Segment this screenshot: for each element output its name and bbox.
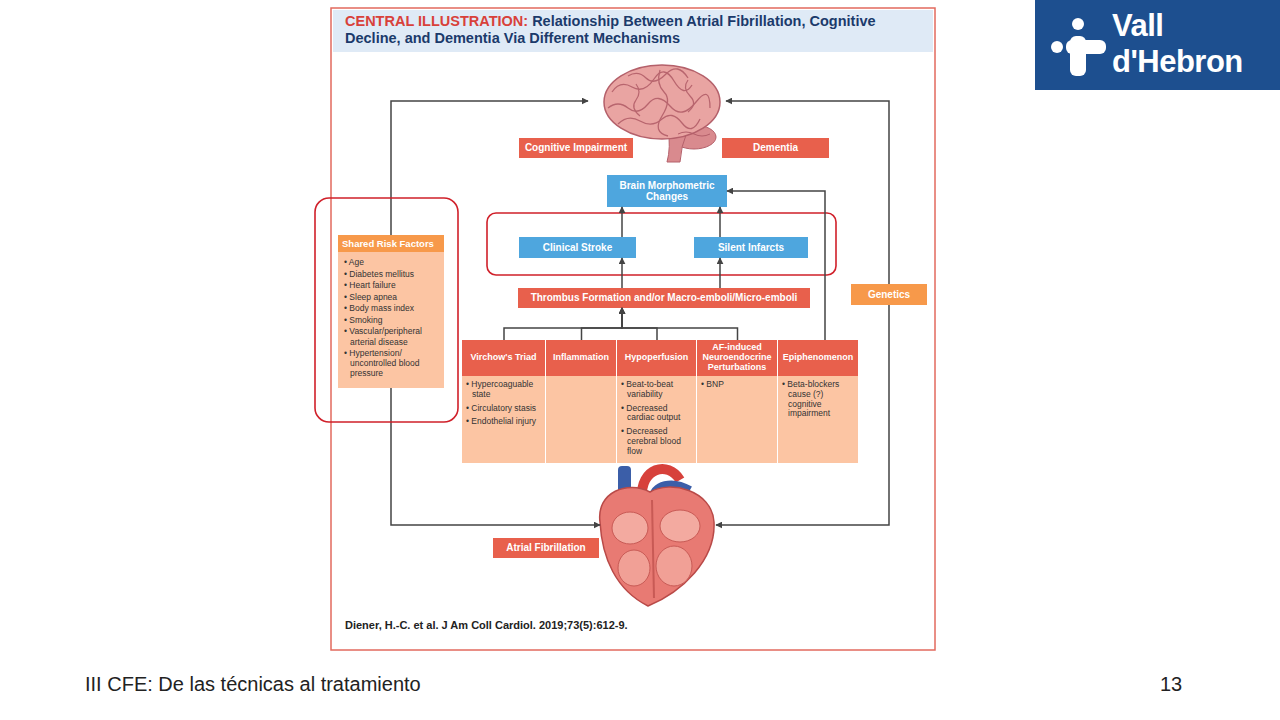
connector-arrow: [621, 207, 623, 237]
logo-background: [1035, 0, 1280, 90]
box-heading: Epiphenomenon: [778, 340, 858, 376]
heart-body: [600, 487, 714, 606]
connector-arrow: [622, 308, 738, 340]
box-heading: Inflammation: [546, 340, 616, 376]
connector-arrow: [727, 191, 825, 340]
box-text: Atrial Fibrillation: [506, 542, 585, 553]
box-heading: Virchow's Triad: [462, 340, 545, 376]
connector-arrow: [719, 258, 721, 288]
process-box: Thrombus Formation and/or Macro-emboli/M…: [518, 288, 810, 308]
box-heading: Hypoperfusion: [617, 340, 696, 376]
heart-chamber: [660, 510, 700, 542]
bullet-text: • Decreased cerebral blood flow: [617, 427, 696, 456]
figure-label: CENTRAL ILLUSTRATION:: [345, 13, 528, 29]
figure-caption: Diener, H.-C. et al. J Am Coll Cardiol. …: [345, 619, 628, 631]
logo-dot: [1072, 18, 1084, 30]
gyrus-line: [678, 132, 710, 136]
septum: [652, 500, 654, 598]
box-text: Cognitive Impairment: [525, 142, 627, 153]
highlight-bracket: [487, 213, 836, 275]
mechanism-column: Hypoperfusion • Beat-to-beat variability •…: [617, 340, 697, 463]
mechanism-column: Inflammation: [546, 340, 617, 463]
box-text: Genetics: [868, 289, 910, 300]
risk-factor-box: Shared Risk Factors • Age • Diabetes melli…: [338, 235, 444, 388]
connector-arrow: [621, 258, 623, 288]
heart-chamber: [618, 550, 650, 586]
figure-frame: [331, 8, 935, 650]
cerebrum: [604, 65, 720, 139]
bullet-text: • Beta-blockers cause (?) cognitive impa…: [778, 380, 858, 419]
bullet-text: • Sleep apnea: [338, 292, 444, 302]
box-heading: Shared Risk Factors: [338, 235, 444, 252]
bullet-text: • Diabetes mellitus: [338, 269, 444, 279]
box-text: Dementia: [753, 142, 798, 153]
gyrus-line: [612, 72, 692, 92]
slide-number: 13: [1160, 673, 1182, 696]
gyrus-line: [634, 84, 640, 116]
bullet-text: • Vascular/peripheral arterial disease: [338, 326, 444, 346]
logo-cross: [1066, 40, 1106, 54]
connector-arrow: [582, 308, 623, 340]
connector-arrow: [504, 308, 622, 340]
logo-text: d'Hebron: [1112, 44, 1243, 80]
gyrus-line: [658, 70, 668, 136]
process-box: Silent Infarcts: [694, 237, 808, 258]
bullet-text: • Decreased cardiac output: [617, 404, 696, 424]
heart-illustration: [600, 466, 714, 606]
figure-header: CENTRAL ILLUSTRATION:Relationship Betwee…: [345, 13, 925, 48]
mechanism-column: Virchow's Triad • Hypercoaguable state • C…: [462, 340, 546, 463]
highlight-bracket: [315, 198, 458, 422]
bullet-text: • BNP: [697, 380, 777, 390]
logo-dot: [1051, 41, 1063, 53]
box-text: Clinical Stroke: [543, 242, 612, 253]
gyrus-line: [608, 94, 710, 112]
outcome-box: Dementia: [722, 138, 829, 158]
bullet-text: • Circulatory stasis: [462, 404, 545, 414]
connector-arrow: [622, 308, 657, 340]
box-text: Brain Morphometric Changes: [610, 180, 724, 202]
box-heading: AF-induced Neuroendocrine Perturbations: [697, 340, 777, 376]
bullet-text: • Heart failure: [338, 280, 444, 290]
bullet-text: • Body mass index: [338, 303, 444, 313]
bullet-text: • Endothelial injury: [462, 417, 545, 427]
factor-box: Genetics: [851, 284, 927, 305]
bullet-text: • Hypercoaguable state: [462, 380, 545, 400]
bullet-text: • Hypertension/ uncontrolled blood press…: [338, 348, 444, 378]
gyrus-line: [628, 69, 688, 81]
condition-box: Atrial Fibrillation: [493, 538, 599, 558]
box-text: Silent Infarcts: [718, 242, 784, 253]
heart-chamber: [656, 546, 692, 586]
mechanism-column: Epiphenomenon • Beta-blockers cause (?) c…: [778, 340, 859, 463]
process-box: Brain Morphometric Changes: [607, 175, 727, 207]
outcome-box: Cognitive Impairment: [519, 138, 633, 158]
logo-text: Vall: [1112, 8, 1163, 44]
heart-chamber: [612, 512, 648, 544]
gyrus-line: [685, 80, 693, 112]
process-box: Clinical Stroke: [519, 237, 636, 258]
bullet-text: • Beat-to-beat variability: [617, 380, 696, 400]
bullet-text: • Age: [338, 257, 444, 267]
mechanism-column: AF-induced Neuroendocrine Perturbations •…: [697, 340, 778, 463]
bullet-text: • Smoking: [338, 315, 444, 325]
footer-text: III CFE: De las técnicas al tratamiento: [85, 673, 421, 696]
box-text: Thrombus Formation and/or Macro-emboli/M…: [531, 292, 798, 303]
connector-arrow: [719, 207, 721, 237]
header-band: [333, 10, 933, 52]
